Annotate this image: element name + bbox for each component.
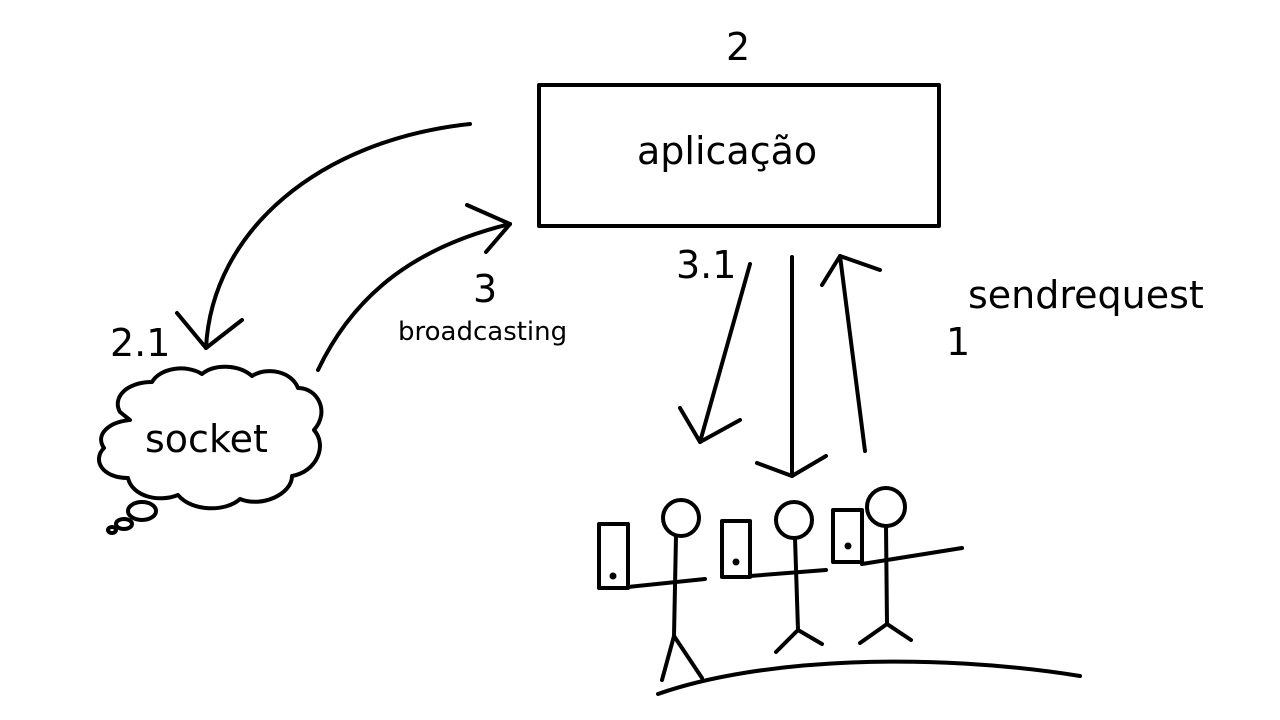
phone-dot-3 [844, 542, 852, 550]
step-3-number: 3 [473, 267, 498, 311]
arrow-app-to-socket [177, 124, 470, 348]
application-label: aplicação [637, 129, 818, 173]
phone-dot-2 [732, 558, 740, 566]
step-1-number: 1 [946, 320, 971, 364]
arrow-users-to-app [822, 256, 880, 451]
ground-line [658, 662, 1080, 694]
application-box [539, 85, 939, 226]
step-2-number: 2 [726, 25, 751, 69]
step-2-1-number: 2.1 [110, 321, 171, 365]
person-with-phone-3 [833, 488, 962, 643]
phone-dot-1 [609, 572, 617, 580]
arrow-app-to-users-center [757, 257, 826, 476]
socket-cloud [99, 367, 321, 533]
arrow-app-to-users-left [680, 264, 750, 442]
person-with-phone-2 [722, 502, 826, 652]
person-with-phone-1 [599, 500, 705, 680]
step-3-1-number: 3.1 [676, 243, 737, 287]
step-1-label: sendrequest [968, 273, 1204, 317]
arrow-socket-to-app [318, 205, 510, 370]
step-3-label: broadcasting [398, 317, 568, 347]
socket-label: socket [145, 417, 268, 461]
